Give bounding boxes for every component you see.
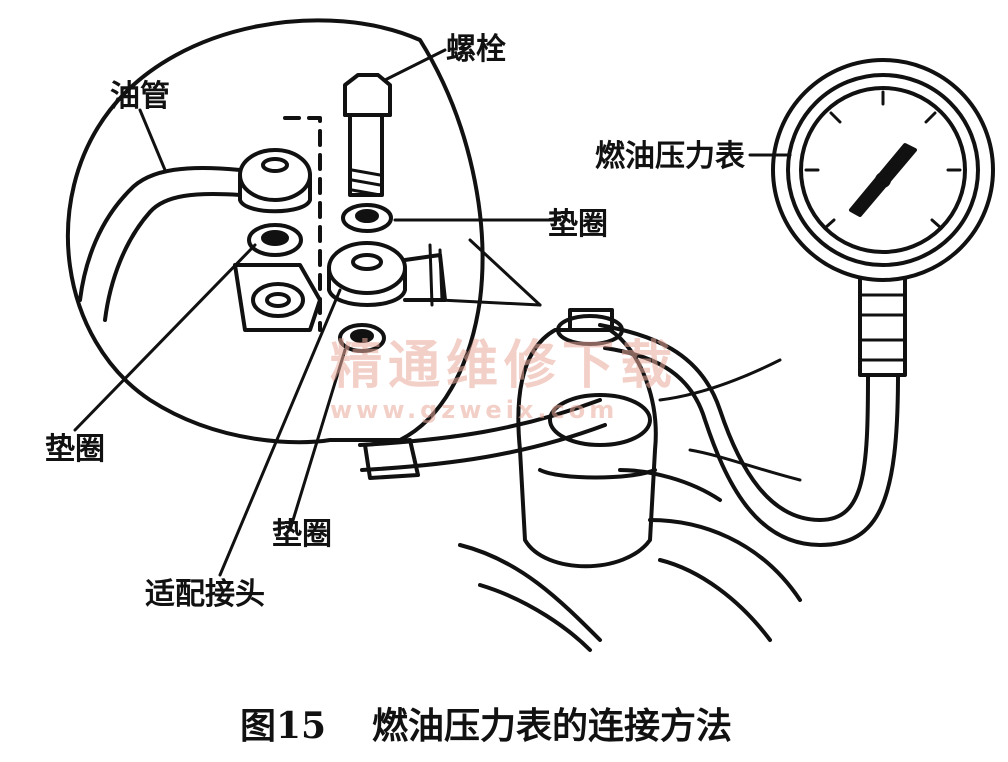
caption-figure-number: 图15 xyxy=(240,705,327,747)
zoom-line-b xyxy=(438,298,542,307)
fitting-base xyxy=(233,263,322,332)
gauge-inner-ring xyxy=(786,73,980,267)
leader-washer-lower xyxy=(288,348,347,532)
washer-left-shape xyxy=(247,223,303,257)
washer-lower-shape xyxy=(338,323,386,353)
label-washer-upper-right: 垫圈 xyxy=(548,207,608,242)
label-fuel-pipe: 油管 xyxy=(110,79,170,114)
alignment-dashed-line xyxy=(283,116,322,332)
leader-fuel-pipe xyxy=(138,108,167,172)
label-gauge: 燃油压力表 xyxy=(595,139,745,174)
gauge-ticks xyxy=(804,90,962,230)
filter-housing xyxy=(516,328,658,569)
detail-circle xyxy=(65,18,485,445)
leader-bolt xyxy=(383,48,447,82)
gauge-coupling xyxy=(858,276,907,377)
fuel-pipe xyxy=(78,165,242,302)
bolt-head xyxy=(343,73,392,117)
watermark-text: 精通维修下载 xyxy=(330,336,679,396)
label-adapter: 适配接头 xyxy=(145,577,265,612)
watermark-url: www.gzweix.com xyxy=(330,396,619,424)
leader-adapter xyxy=(218,288,342,577)
gauge-outer-ring xyxy=(771,58,995,282)
engine-lines xyxy=(458,468,802,652)
label-washer-lower: 垫圈 xyxy=(272,517,332,552)
label-washer-left: 垫圈 xyxy=(45,432,105,467)
washer-upper-shape xyxy=(341,203,393,233)
zoom-line-a xyxy=(468,238,542,307)
gauge-hose xyxy=(598,323,870,522)
caption-title: 燃油压力表的连接方法 xyxy=(372,705,733,747)
label-bolt: 螺栓 xyxy=(446,32,506,67)
gauge-dial xyxy=(799,86,967,254)
leader-washer-left xyxy=(73,243,257,432)
bolt-shank xyxy=(348,113,384,197)
